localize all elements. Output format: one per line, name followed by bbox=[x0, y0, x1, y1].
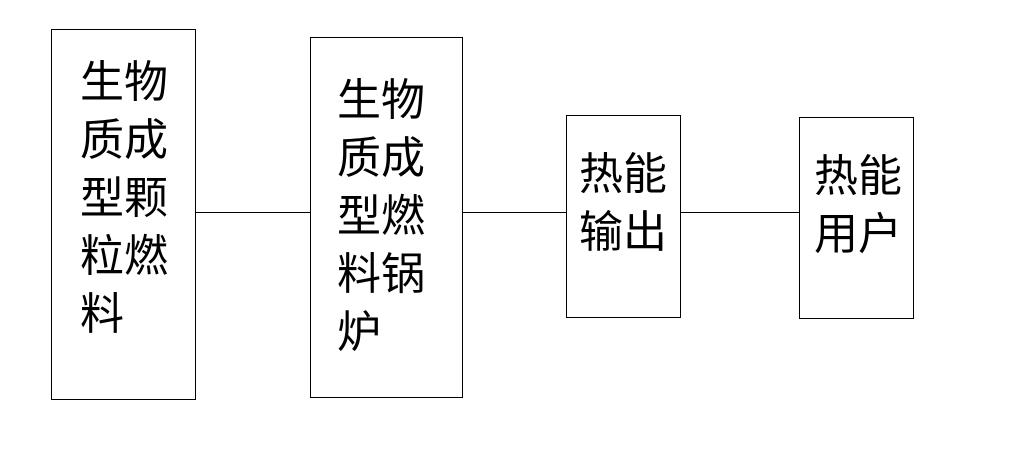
node-biomass-pellet-boiler: 生物质成型燃料锅炉 bbox=[310, 37, 463, 398]
connector-boiler-to-heat-output bbox=[463, 212, 566, 213]
connector-fuel-to-boiler bbox=[196, 212, 310, 213]
node-label: 生物质成型燃料锅炉 bbox=[337, 75, 425, 358]
node-heat-output: 热能输出 bbox=[566, 115, 681, 318]
node-label: 生物质成型颗粒燃料 bbox=[80, 57, 168, 340]
node-biomass-pellet-fuel: 生物质成型颗粒燃料 bbox=[51, 29, 196, 400]
node-label: 热能输出 bbox=[579, 149, 667, 258]
node-label: 热能用户 bbox=[814, 151, 902, 260]
connector-heat-output-to-user bbox=[681, 212, 799, 213]
node-heat-user: 热能用户 bbox=[799, 117, 914, 319]
